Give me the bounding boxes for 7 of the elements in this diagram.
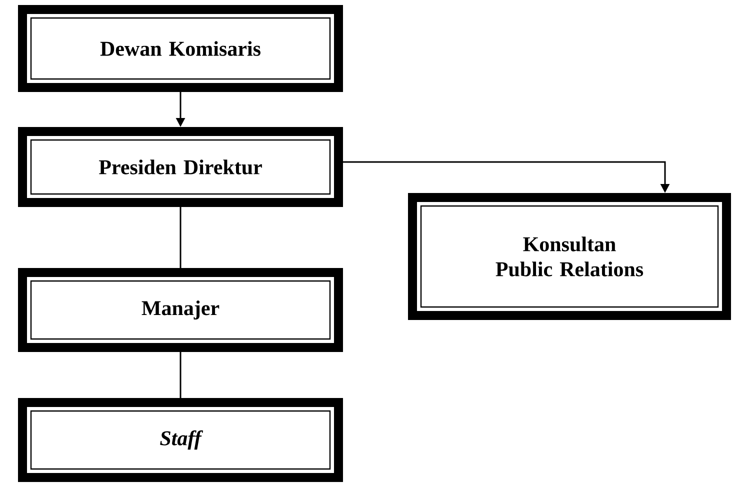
org-box: Konsultan Public Relations: [408, 193, 731, 320]
org-box: Presiden Direktur: [18, 127, 343, 207]
org-box: Manajer: [18, 268, 343, 352]
org-box: Dewan Komisaris: [18, 5, 343, 92]
org-box: Staff: [18, 398, 343, 482]
connector-line: [180, 352, 182, 398]
connector-line: [180, 207, 182, 268]
